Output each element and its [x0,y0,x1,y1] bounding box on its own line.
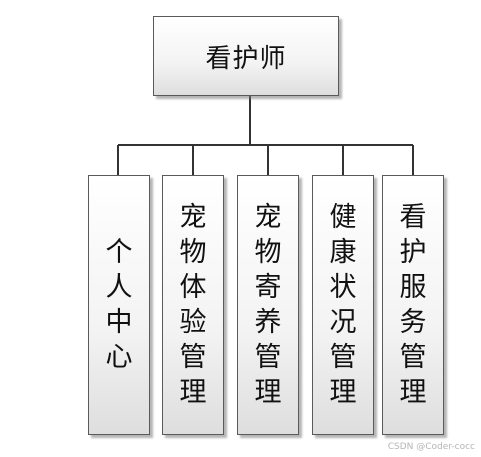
child-node-pet-experience: 宠物体验管理 [162,175,224,435]
watermark-text: CSDN @Coder-cocc [387,442,475,452]
child-node-label: 个人中心 [105,237,133,373]
root-node-label: 看护师 [205,43,287,74]
child-node-care-service: 看护服务管理 [382,175,444,435]
child-node-personal-center: 个人中心 [88,175,150,435]
child-node-label: 健康状况管理 [329,202,357,408]
root-node: 看护师 [153,16,339,96]
child-node-health-status: 健康状况管理 [312,175,374,435]
child-node-label: 宠物体验管理 [179,202,207,408]
child-node-label: 宠物寄养管理 [254,202,282,408]
child-node-pet-boarding: 宠物寄养管理 [237,175,299,435]
child-node-label: 看护服务管理 [399,202,427,408]
